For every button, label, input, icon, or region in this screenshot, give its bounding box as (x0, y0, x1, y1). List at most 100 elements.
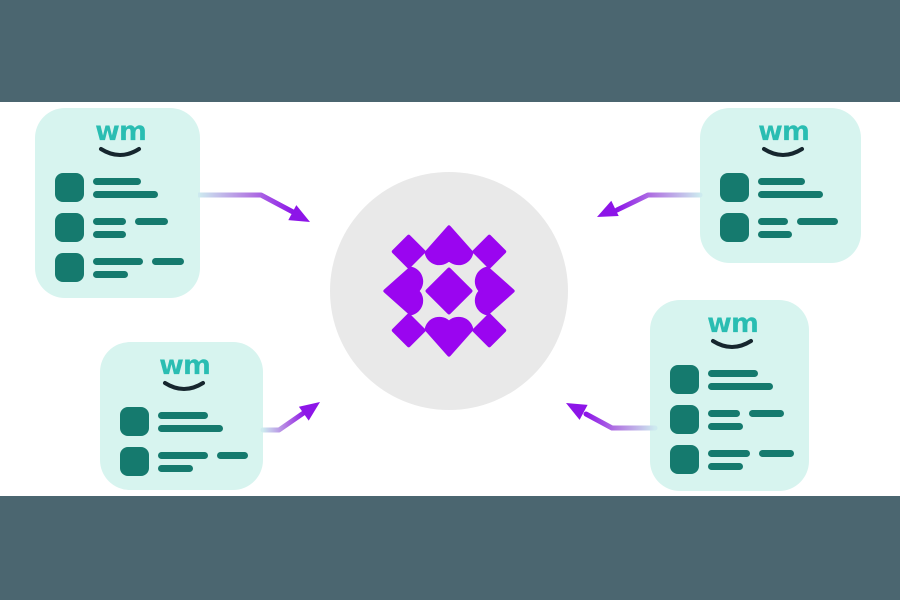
text-line (93, 190, 158, 198)
wm-logo: wm (757, 116, 810, 159)
listing-text-lines (93, 177, 158, 198)
smile-icon (762, 147, 805, 157)
listing-row (55, 213, 186, 242)
text-line-segment (135, 217, 168, 225)
arrow-bottom-left-icon (260, 402, 320, 433)
text-line-segment (158, 424, 223, 432)
listing-thumbnail (670, 365, 699, 394)
listing-thumbnail (55, 213, 84, 242)
central-hub-circle (330, 172, 568, 410)
text-line-segment (708, 382, 773, 390)
text-line (758, 177, 823, 185)
text-line-segment (152, 257, 184, 265)
text-line (93, 177, 158, 185)
arrow-top-right-icon (597, 192, 703, 217)
text-line-segment (158, 464, 193, 472)
listing-thumbnail (55, 253, 84, 282)
hub-center-diamond (425, 267, 473, 315)
listing-text-lines (758, 217, 838, 238)
text-line-segment (93, 217, 126, 225)
text-line (158, 464, 248, 472)
listing-thumbnail (55, 173, 84, 202)
text-line (708, 382, 773, 390)
text-line (708, 422, 784, 430)
text-line-segment (758, 177, 805, 185)
hub-corner-diamond (472, 313, 507, 348)
text-line (158, 424, 223, 432)
text-line-segment (759, 449, 794, 457)
text-line-segment (708, 422, 743, 430)
hub-corner-diamond (391, 313, 426, 348)
text-line (708, 409, 784, 417)
text-line-segment (708, 369, 758, 377)
text-line-segment (93, 270, 128, 278)
text-line (93, 230, 168, 238)
listing-row (670, 365, 795, 394)
text-line (758, 217, 838, 225)
marketplace-card-top-left: wm (35, 108, 200, 298)
listing-row (55, 173, 186, 202)
hub-corner-diamond (472, 234, 507, 269)
arrow-bottom-right-icon (566, 403, 658, 431)
text-line (158, 451, 248, 459)
text-line-segment (93, 257, 143, 265)
listing-thumbnail (120, 407, 149, 436)
listing-row (55, 253, 186, 282)
top-banner-bar (0, 0, 900, 102)
listing-thumbnail (720, 213, 749, 242)
text-line-segment (708, 462, 743, 470)
text-line-segment (749, 409, 784, 417)
text-line (708, 462, 794, 470)
wm-logo: wm (94, 116, 147, 159)
hub-heart-shape (424, 225, 474, 266)
text-line (93, 217, 168, 225)
listing-text-lines (708, 369, 773, 390)
text-line-segment (797, 217, 838, 225)
hub-corner-diamond (391, 234, 426, 269)
text-line-segment (93, 230, 126, 238)
wm-logo-text: wm (94, 116, 147, 147)
listing-text-lines (708, 409, 784, 430)
listing-thumbnail (670, 445, 699, 474)
listing-text-lines (158, 411, 223, 432)
text-line-segment (217, 451, 248, 459)
listing-text-lines (708, 449, 794, 470)
listing-text-lines (758, 177, 823, 198)
listing-thumbnail (120, 447, 149, 476)
text-line-segment (158, 411, 208, 419)
smile-icon (711, 339, 754, 349)
marketplace-card-bottom-right: wm (650, 300, 809, 491)
text-line (758, 230, 838, 238)
text-line (708, 369, 773, 377)
text-line (758, 190, 823, 198)
wm-logo-text: wm (706, 308, 759, 339)
text-line-segment (758, 230, 792, 238)
listing-sync-hub-icon (383, 225, 515, 357)
smile-icon (99, 147, 142, 157)
text-line (708, 449, 794, 457)
bottom-banner-bar (0, 496, 900, 600)
listing-text-lines (93, 217, 168, 238)
marketplace-card-top-right: wm (700, 108, 861, 263)
listing-text-lines (158, 451, 248, 472)
text-line-segment (708, 409, 740, 417)
listing-thumbnail (720, 173, 749, 202)
listing-row (120, 407, 249, 436)
smile-icon (163, 381, 206, 391)
marketplace-card-bottom-left: wm (100, 342, 263, 490)
listing-row (120, 447, 249, 476)
text-line (93, 257, 184, 265)
arrow-top-left-icon (198, 192, 310, 222)
wm-logo: wm (158, 350, 211, 393)
listing-thumbnail (670, 405, 699, 434)
listing-row (670, 445, 795, 474)
text-line (158, 411, 223, 419)
listing-text-lines (93, 257, 184, 278)
listing-row (670, 405, 795, 434)
text-line-segment (708, 449, 750, 457)
wm-logo-text: wm (757, 116, 810, 147)
text-line-segment (758, 217, 788, 225)
wm-logo-text: wm (158, 350, 211, 381)
text-line-segment (158, 451, 208, 459)
text-line-segment (758, 190, 823, 198)
